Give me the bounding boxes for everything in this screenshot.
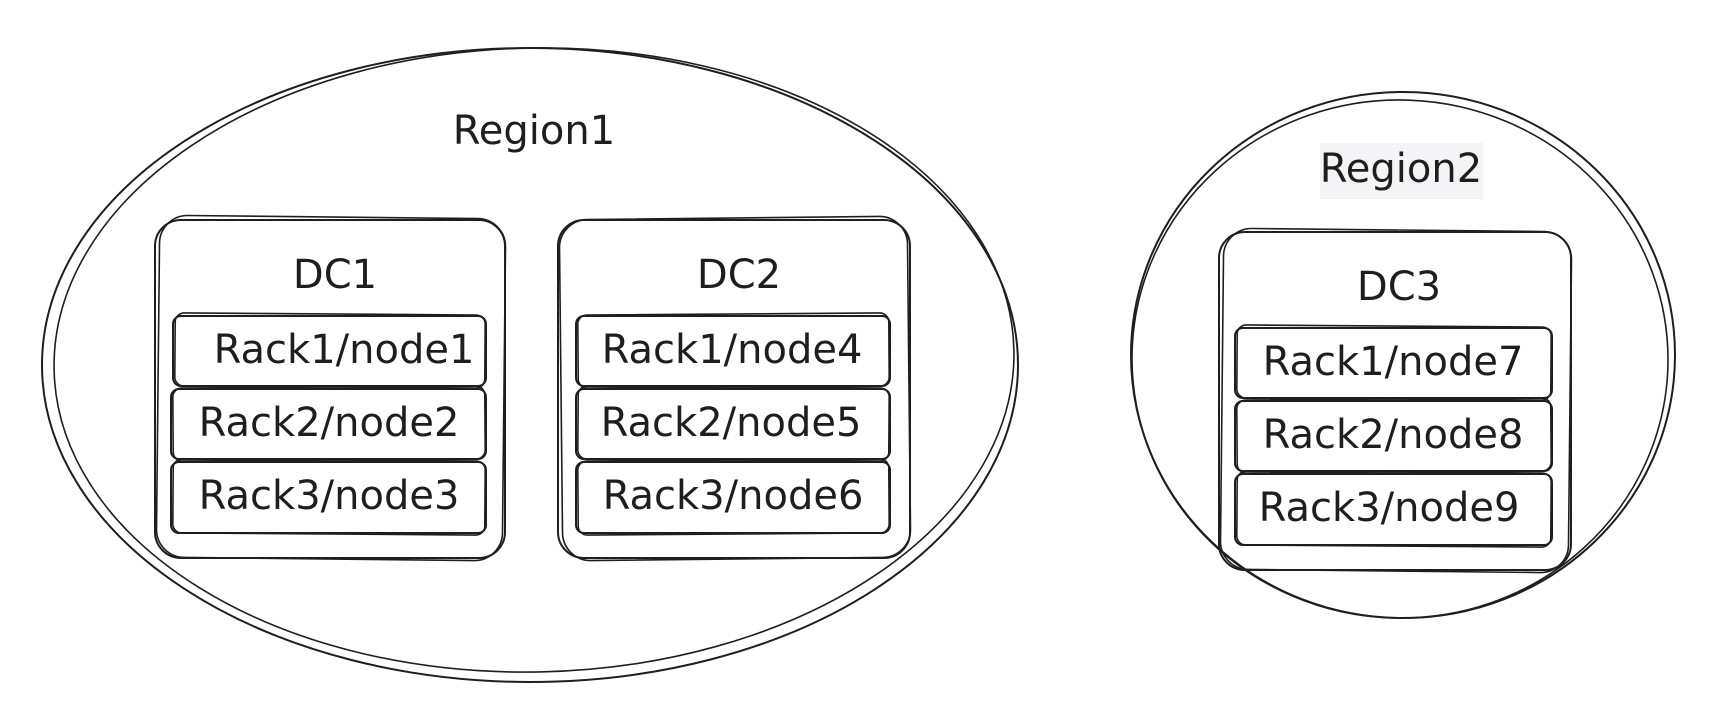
dc-1-box	[154, 219, 506, 559]
dc-2: DC2 Rack1/node4 Rack2/node5 Rack3/node6	[557, 215, 912, 562]
dc-3-box	[1218, 231, 1572, 571]
region-1: Region1 DC1 Rack1/node1 Rack2/node2 Rack…	[41, 47, 1019, 683]
rack-node3-box-stroke-2	[172, 458, 486, 536]
dc-3-box-stroke-2	[1219, 227, 1573, 574]
rack-node3: Rack3/node3	[170, 458, 487, 536]
rack-node2-box	[170, 388, 487, 460]
dc-1: DC1 Rack1/node1 Rack2/node2 Rack3/node3	[154, 214, 507, 562]
rack-node9-label: Rack3/node9	[1259, 485, 1520, 531]
region-2: Region2 DC3 Rack1/node7 Rack2/node8 Rack…	[1130, 91, 1676, 619]
dc-1-box-stroke-2	[155, 214, 507, 562]
rack-node2-label: Rack2/node2	[199, 400, 460, 446]
region-2-boundary-stroke-2	[1131, 99, 1669, 619]
rack-node6-box	[575, 461, 891, 534]
dc-2-box	[557, 219, 911, 559]
rack-node7: Rack1/node7	[1234, 324, 1553, 401]
rack-node7-box	[1234, 327, 1553, 399]
dc-2-label: DC2	[697, 252, 781, 298]
region-2-label-background	[1320, 143, 1483, 199]
dc-3: DC3 Rack1/node7 Rack2/node8 Rack3/node9	[1218, 227, 1573, 574]
rack-node4-box	[575, 315, 891, 387]
rack-node5-label: Rack2/node5	[601, 400, 862, 446]
region-1-label: Region1	[453, 108, 615, 154]
dc-2-box-stroke-2	[558, 215, 912, 562]
rack-node9-box-stroke-2	[1236, 470, 1552, 548]
rack-node5: Rack2/node5	[575, 385, 891, 462]
rack-node9: Rack3/node9	[1234, 470, 1553, 548]
rack-node8-box	[1234, 400, 1553, 472]
region-1-boundary-stroke-2	[53, 47, 1015, 673]
rack-node1-box	[172, 315, 487, 387]
rack-node6-box-stroke-2	[577, 458, 890, 536]
dc-3-label: DC3	[1357, 264, 1441, 310]
rack-node8: Rack2/node8	[1234, 397, 1553, 474]
rack-node5-box	[575, 388, 891, 460]
rack-node9-box	[1234, 473, 1553, 546]
rack-node6-label: Rack3/node6	[603, 473, 864, 519]
rack-node3-box	[170, 461, 487, 534]
rack-node4-label: Rack1/node4	[602, 327, 863, 373]
rack-node1: Rack1/node1	[172, 312, 487, 389]
rack-node4: Rack1/node4	[575, 312, 891, 389]
rack-node7-label: Rack1/node7	[1263, 339, 1524, 385]
region-2-label: Region2	[1320, 146, 1482, 192]
rack-node2: Rack2/node2	[170, 385, 487, 462]
dc-1-label: DC1	[293, 252, 377, 298]
rack-node1-label: Rack1/node1	[214, 327, 475, 373]
rack-node3-label: Rack3/node3	[199, 473, 460, 519]
rack-node8-label: Rack2/node8	[1263, 412, 1524, 458]
rack-node6: Rack3/node6	[575, 458, 891, 536]
